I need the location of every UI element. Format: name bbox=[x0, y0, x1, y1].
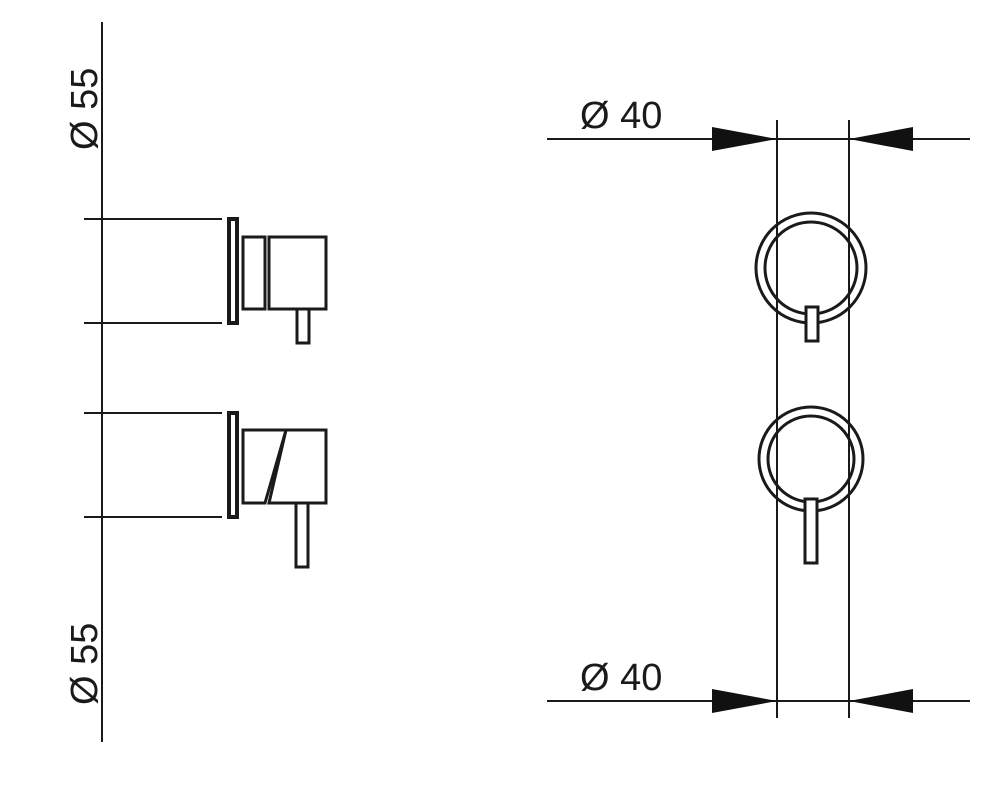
mixer-collar bbox=[241, 235, 267, 311]
front-view-bottom-mixer bbox=[757, 405, 865, 565]
side-view-bottom-mixer bbox=[227, 411, 328, 569]
escutcheon-outer bbox=[757, 405, 865, 513]
side-bottom-diameter-label: Ø 55 bbox=[64, 623, 106, 705]
wall-plate bbox=[227, 217, 239, 325]
front-view-top-mixer bbox=[754, 211, 868, 343]
front-bottom-diameter-label: Ø 40 bbox=[580, 657, 662, 699]
front-top-diameter-label: Ø 40 bbox=[580, 95, 662, 137]
side-view-top-mixer bbox=[227, 217, 328, 345]
front-top-arrow-right bbox=[849, 127, 913, 151]
mixer-handle bbox=[294, 501, 310, 569]
front-bottom-arrow-right bbox=[849, 689, 913, 713]
escutcheon-inner bbox=[763, 220, 859, 316]
mixer-collar-angled bbox=[241, 428, 288, 505]
mixer-handle bbox=[295, 307, 311, 345]
mixer-handle bbox=[803, 497, 819, 565]
side-top-diameter-label: Ø 55 bbox=[64, 68, 106, 150]
front-top-arrow-left bbox=[712, 127, 777, 151]
mixer-body bbox=[267, 235, 328, 311]
escutcheon-inner bbox=[766, 414, 856, 504]
front-bottom-arrow-left bbox=[712, 689, 777, 713]
mixer-handle bbox=[804, 305, 820, 343]
mixer-body-angled bbox=[267, 428, 328, 505]
wall-plate bbox=[227, 411, 239, 519]
